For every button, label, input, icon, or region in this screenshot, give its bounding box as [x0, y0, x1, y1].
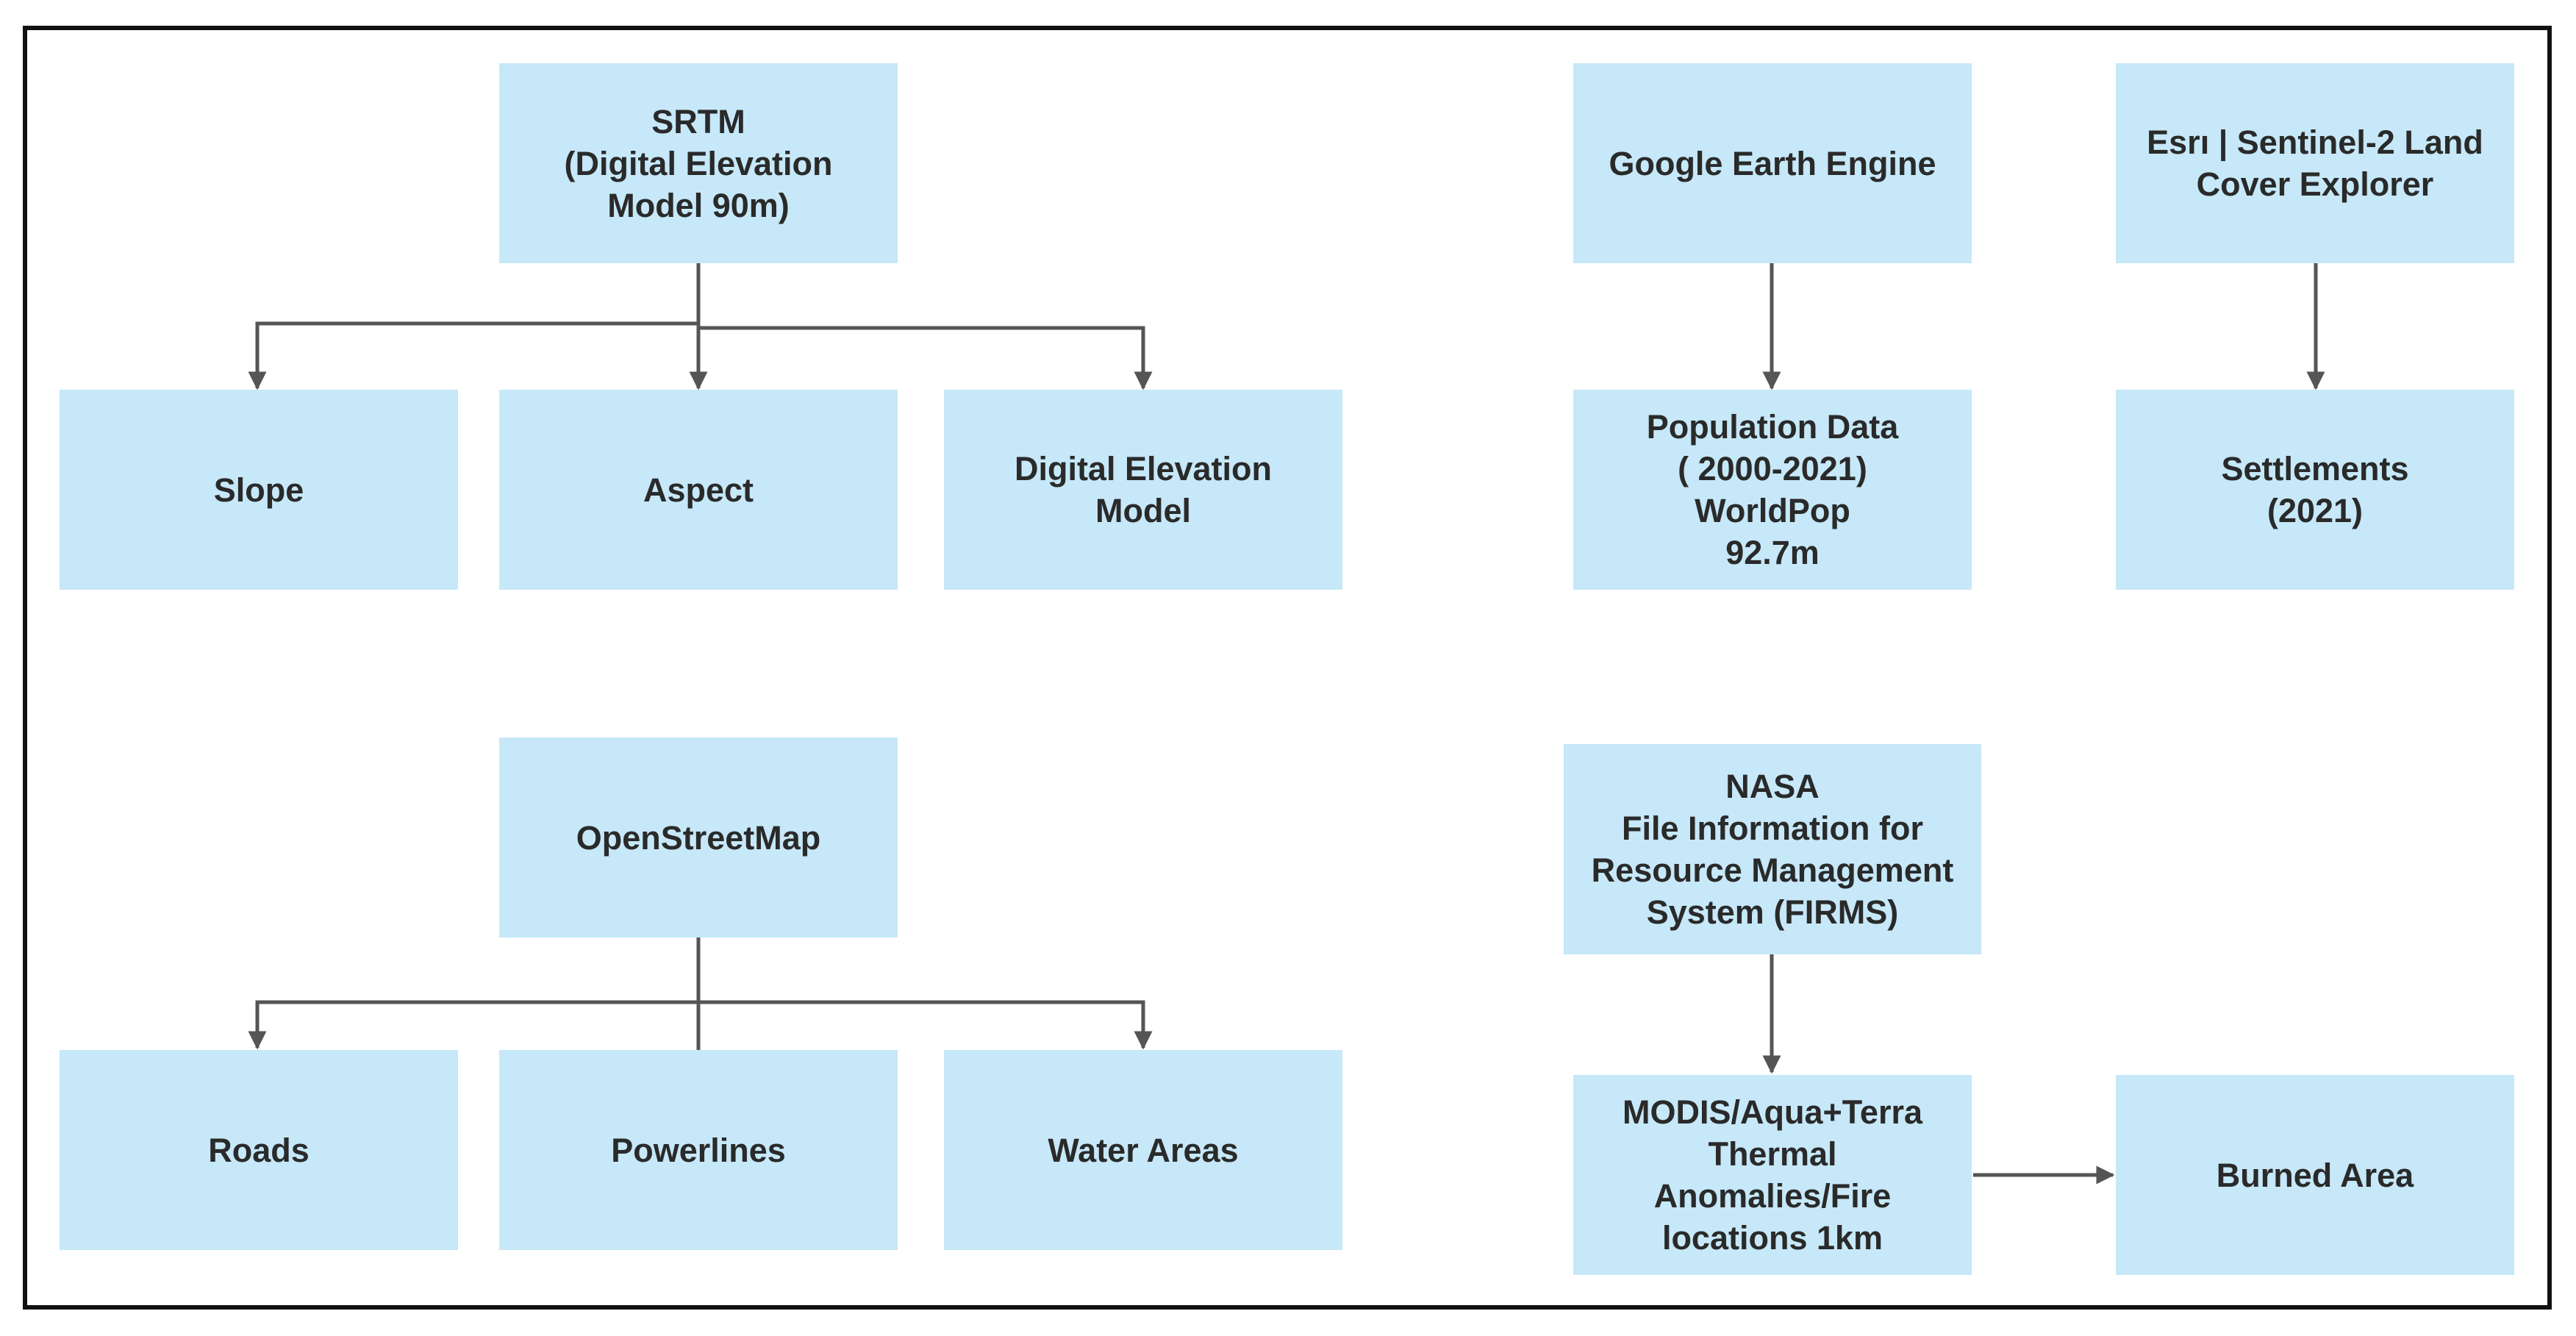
burned-area-box: Burned Area — [2116, 1075, 2514, 1275]
nasa-firms-box: NASA File Information for Resource Manag… — [1564, 744, 1981, 954]
srtm-label: SRTM (Digital Elevation Model 90m) — [564, 102, 833, 224]
osm-label: OpenStreetMap — [576, 818, 821, 857]
nasa-firms-label: NASA File Information for Resource Manag… — [1591, 768, 1954, 931]
gee-box: Google Earth Engine — [1573, 63, 1972, 263]
population-label: Population Data ( 2000-2021) WorldPop 92… — [1646, 408, 1899, 571]
osm-box: OpenStreetMap — [499, 737, 898, 937]
slope-label: Slope — [213, 471, 304, 509]
settlements-box: Settlements (2021) — [2116, 390, 2514, 590]
roads-label: Roads — [208, 1131, 310, 1169]
modis-label: MODIS/Aqua+Terra Thermal Anomalies/Fire … — [1622, 1093, 1922, 1257]
arrow-osm-water — [698, 1000, 1153, 1050]
slope-box: Slope — [60, 390, 458, 590]
srtm-box: SRTM (Digital Elevation Model 90m) — [499, 63, 898, 263]
population-box: Population Data ( 2000-2021) WorldPop 92… — [1573, 390, 1972, 590]
gee-label: Google Earth Engine — [1609, 144, 1936, 182]
arrow-srtm-dem — [698, 326, 1153, 390]
settlements-label: Settlements (2021) — [2221, 450, 2409, 529]
roads-box: Roads — [60, 1050, 458, 1250]
esri-label: Esrı | Sentinel-2 Land Cover Explorer — [2147, 124, 2483, 203]
diagram-frame — [23, 26, 2552, 1310]
powerlines-label: Powerlines — [611, 1131, 786, 1169]
water-areas-box: Water Areas — [944, 1050, 1342, 1250]
arrow-osm-roads — [248, 937, 701, 1050]
dem-box: Digital Elevation Model — [944, 390, 1342, 590]
aspect-box: Aspect — [499, 390, 898, 590]
dem-label: Digital Elevation Model — [1014, 450, 1273, 529]
burned-area-label: Burned Area — [2216, 1156, 2414, 1194]
water-areas-label: Water Areas — [1048, 1131, 1239, 1169]
powerlines-box: Powerlines — [499, 1050, 898, 1250]
esri-box: Esrı | Sentinel-2 Land Cover Explorer — [2116, 63, 2514, 263]
arrow-srtm-slope — [248, 263, 701, 390]
modis-box: MODIS/Aqua+Terra Thermal Anomalies/Fire … — [1573, 1075, 1972, 1275]
aspect-label: Aspect — [643, 471, 754, 509]
